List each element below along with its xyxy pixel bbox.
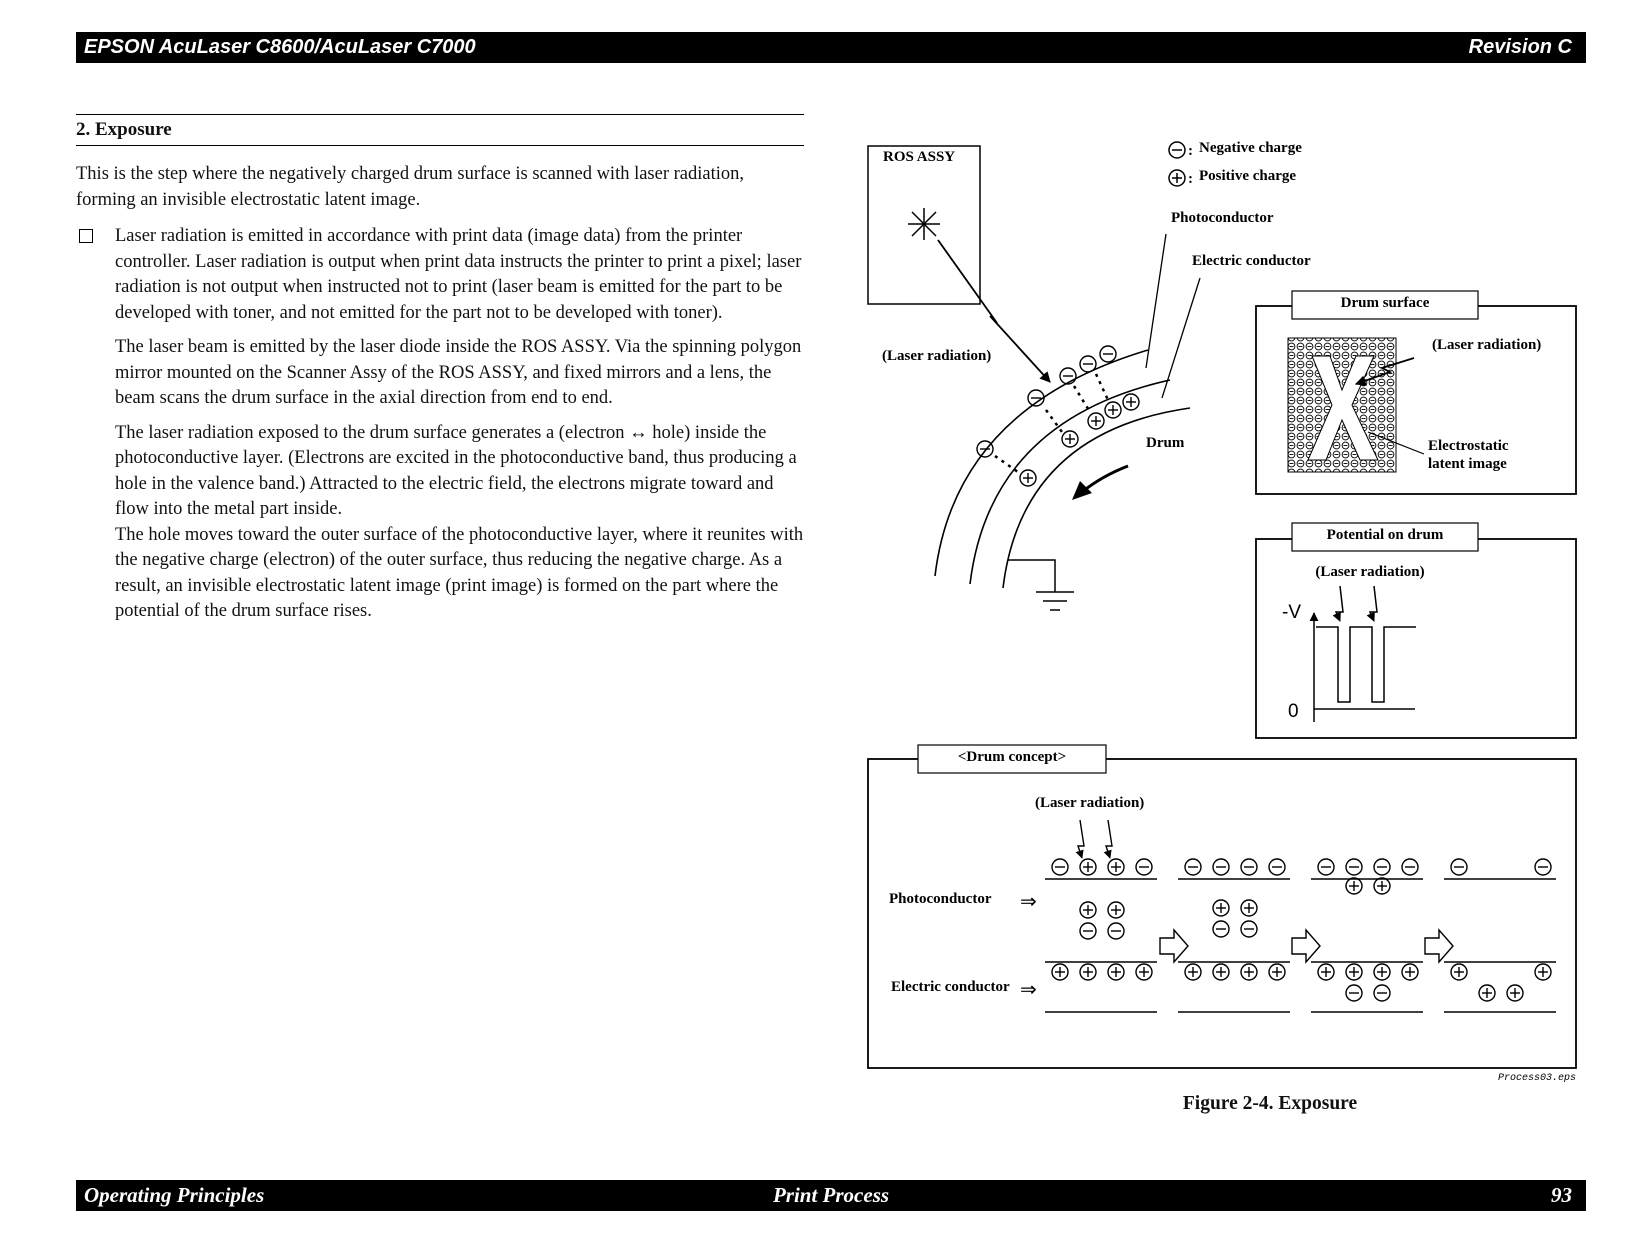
document-title: EPSON AcuLaser C8600/AcuLaser C7000: [84, 36, 476, 58]
potential-chart: [1309, 585, 1416, 722]
paragraph-hole-moves: The hole moves toward the outer surface …: [115, 524, 804, 622]
electric-conductor-concept-label: Electric conductor: [891, 979, 1010, 995]
body-text: 2. Exposure This is the step where the n…: [76, 114, 804, 625]
positive-charge: [1079, 858, 1097, 876]
positive-charge-icon: [1168, 169, 1186, 187]
file-name-label: Process03.eps: [1498, 1073, 1576, 1084]
axis-zero: 0: [1288, 701, 1299, 722]
ground-icon: [1008, 559, 1074, 611]
negative-charge: [1373, 858, 1391, 876]
rotation-arrow: [1081, 464, 1129, 494]
legend-positive: Positive charge: [1199, 168, 1296, 184]
laser-diode-icon: [908, 208, 940, 240]
positive-charge: [1401, 963, 1419, 981]
laser-beam-arrow: [937, 239, 1051, 383]
negative-charge: [1345, 984, 1363, 1002]
negative-charge: [1373, 984, 1391, 1002]
positive-charge: [1506, 984, 1524, 1002]
electrostatic-label: Electrostatic: [1428, 438, 1509, 454]
negative-charge-icon: [1168, 141, 1186, 159]
potential-title: Potential on drum: [1327, 527, 1444, 543]
negative-charge: [1240, 920, 1258, 938]
positive-charge: [1240, 963, 1258, 981]
next-step-arrow: [1424, 928, 1454, 964]
svg-text::: :: [1188, 171, 1193, 187]
positive-charge: [1478, 984, 1496, 1002]
concept-stages: [1045, 819, 1556, 1013]
negative-charge: [1534, 858, 1552, 876]
positive-charge: [1079, 901, 1097, 919]
negative-charge: [1345, 858, 1363, 876]
positive-charge: [1107, 901, 1125, 919]
drum-cross-section: [934, 349, 1191, 589]
intro-paragraph: This is the step where the negatively ch…: [76, 164, 745, 210]
bullet-text: Laser radiation is emitted in accordance…: [115, 226, 802, 323]
footer-chapter: Print Process: [772, 1183, 890, 1207]
positive-charge: [1212, 899, 1230, 917]
positive-charge: [1450, 963, 1468, 981]
laser-radiation-label: (Laser radiation): [882, 348, 991, 364]
footer-bar: Operating Principles Print Process 93: [76, 1180, 1586, 1211]
ros-assy-label: ROS ASSY: [883, 149, 955, 165]
latent-image-label: latent image: [1428, 456, 1507, 472]
positive-charge: [1317, 963, 1335, 981]
drum-label: Drum: [1146, 435, 1185, 451]
positive-charge: [1345, 877, 1363, 895]
drum-concept-panel: [867, 758, 1577, 1069]
page-number: 93: [1551, 1183, 1572, 1207]
drum-surface-title: Drum surface: [1341, 295, 1430, 311]
laser-radiation-surface-label: (Laser radiation): [1432, 337, 1541, 353]
concept-title: <Drum concept>: [958, 749, 1066, 765]
paragraph-laser-beam: The laser beam is emitted by the laser d…: [115, 337, 802, 408]
photoconductor-label: Photoconductor: [1171, 210, 1274, 226]
positive-charge: [1107, 963, 1125, 981]
negative-charge: [1051, 858, 1069, 876]
checkbox-bullet-icon: [79, 229, 93, 243]
legend-negative: Negative charge: [1199, 140, 1302, 156]
negative-charge: [1401, 858, 1419, 876]
negative-charge: [1212, 858, 1230, 876]
header-bar: EPSON AcuLaser C8600/AcuLaser C7000 Revi…: [76, 32, 1586, 63]
figure-caption: Figure 2-4. Exposure: [1182, 1093, 1358, 1114]
next-step-arrow: [1291, 928, 1321, 964]
positive-charge: [1079, 963, 1097, 981]
paragraph-electron-hole: The laser radiation exposed to the drum …: [115, 422, 797, 520]
positive-charge: [1534, 963, 1552, 981]
negative-charge: [1268, 858, 1286, 876]
negative-charge: [1107, 922, 1125, 940]
positive-charge: [1107, 858, 1125, 876]
svg-text:⇒: ⇒: [1020, 891, 1037, 913]
negative-charge: [1135, 858, 1153, 876]
next-step-arrow: [1159, 928, 1189, 964]
negative-charge: [1184, 858, 1202, 876]
positive-charge: [1184, 963, 1202, 981]
laser-radiation-potential-label: (Laser radiation): [1315, 564, 1424, 580]
positive-charge: [1212, 963, 1230, 981]
negative-charge: [1212, 920, 1230, 938]
footer-section: Operating Principles: [84, 1183, 265, 1207]
negative-charge: [1450, 858, 1468, 876]
positive-charge: [1373, 963, 1391, 981]
positive-charge: [1373, 877, 1391, 895]
electric-conductor-label: Electric conductor: [1192, 253, 1311, 269]
svg-text::: :: [1188, 143, 1193, 159]
laser-radiation-concept-label: (Laser radiation): [1035, 795, 1144, 811]
section-heading: 2. Exposure: [76, 114, 804, 146]
exposure-figure: ROS ASSY (Laser radiation) : Negative ch…: [867, 140, 1577, 1084]
ros-assy-box: [867, 145, 981, 305]
svg-text:⇒: ⇒: [1020, 979, 1037, 1001]
drum-charges: [976, 345, 1140, 487]
photoconductor-concept-label: Photoconductor: [889, 891, 992, 907]
negative-charge: [1079, 922, 1097, 940]
positive-charge: [1051, 963, 1069, 981]
axis-neg-v: -V: [1282, 602, 1301, 623]
positive-charge: [1268, 963, 1286, 981]
revision-label: Revision C: [1468, 36, 1572, 58]
positive-charge: [1135, 963, 1153, 981]
positive-charge: [1240, 899, 1258, 917]
bullet-item: Laser radiation is emitted in accordance…: [76, 224, 804, 326]
positive-charge: [1345, 963, 1363, 981]
negative-charge: [1240, 858, 1258, 876]
negative-charge: [1317, 858, 1335, 876]
